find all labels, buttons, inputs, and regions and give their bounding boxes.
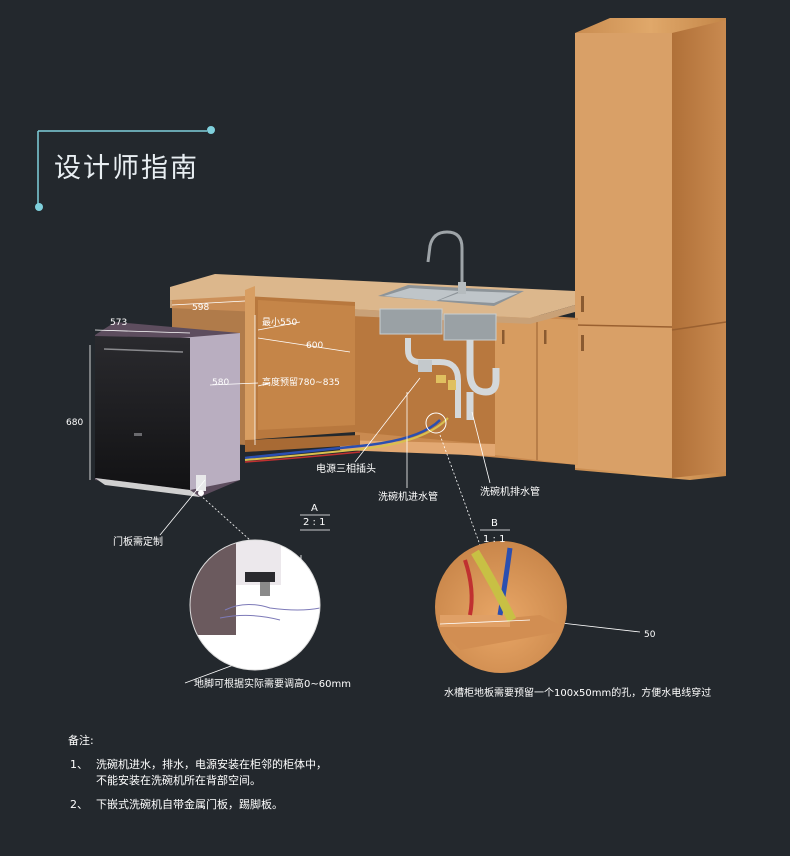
dimension-lines [89,300,351,480]
detail-b-scale: 1 : 1 [483,534,506,545]
title-frame [35,126,215,211]
detail-b-view [435,541,567,673]
dishwasher [95,322,240,497]
page-title: 设计师指南 [54,153,199,184]
title-dot-icon [35,203,43,211]
detail-a-letter: A [311,503,318,514]
dishwasher-hoses [244,412,449,463]
note-2-line-1: 下嵌式洗碗机自带金属门板，踢脚板。 [96,798,283,811]
dim-height-range: 高度预留780~835 [262,378,340,388]
callout-hole: 水槽柜地板需要预留一个100x50mm的孔，方便水电线穿过 [444,688,712,699]
callout-drain: 洗碗机排水管 [480,487,540,498]
dim-50: 50 [644,630,656,640]
detail-a-view [189,539,321,671]
dim-min-550: 最小550 [262,318,298,328]
note-2-number: 2、 [70,798,88,811]
faucet-icon [426,230,466,294]
callout-water-inlet: 洗碗机进水管 [378,492,438,503]
notes-heading: 备注: [68,734,94,747]
detail-a-scale: 2 : 1 [303,517,326,528]
drain-pipes [405,338,500,420]
callout-foot: 地脚可根据实际需要调高0~60mm [194,679,351,690]
title-dot-icon [207,126,215,134]
callout-panel: 门板需定制 [113,537,163,548]
note-1-line-1: 洗碗机进水，排水，电源安装在柜邻的柜体中， [96,758,327,771]
detail-b-letter: B [491,518,498,529]
note-1-number: 1、 [70,758,88,771]
sink-bowls [379,308,497,341]
callout-power-socket: 电源三相插头 [316,464,376,475]
dim-height-680: 680 [66,418,84,428]
dim-580: 580 [212,378,230,388]
note-1-line-2: 不能安装在洗碗机所在背部空间。 [96,774,261,787]
tall-cabinet [574,18,727,480]
dim-width-573: 573 [110,318,128,328]
dim-width-598: 598 [192,303,210,313]
dim-depth-600: 600 [306,341,324,351]
